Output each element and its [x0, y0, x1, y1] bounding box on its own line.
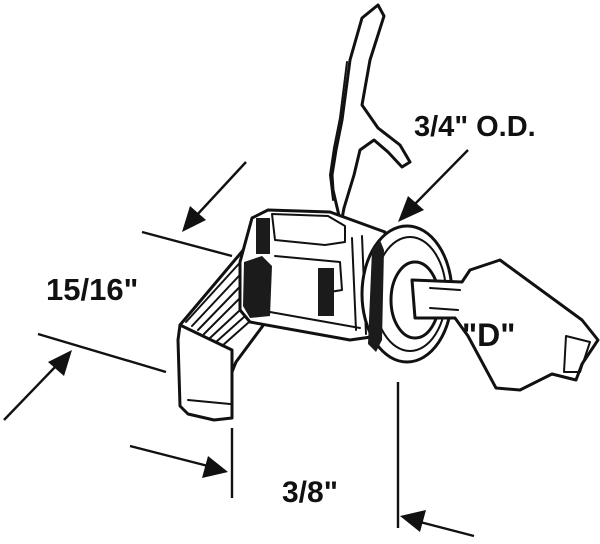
- outer-diameter-label: 3/4" O.D.: [414, 111, 536, 143]
- outer-diameter-arrow: [398, 149, 469, 222]
- key: [410, 258, 600, 392]
- cam-offset-label: 3/8": [282, 476, 338, 509]
- cam-offset-dimension: [129, 382, 475, 538]
- length-dimension: [3, 161, 247, 421]
- lock-cylinder: [238, 208, 387, 342]
- retaining-clip: [329, 3, 412, 226]
- length-label: 15/16": [46, 272, 138, 307]
- key-code-label: "D": [462, 317, 515, 353]
